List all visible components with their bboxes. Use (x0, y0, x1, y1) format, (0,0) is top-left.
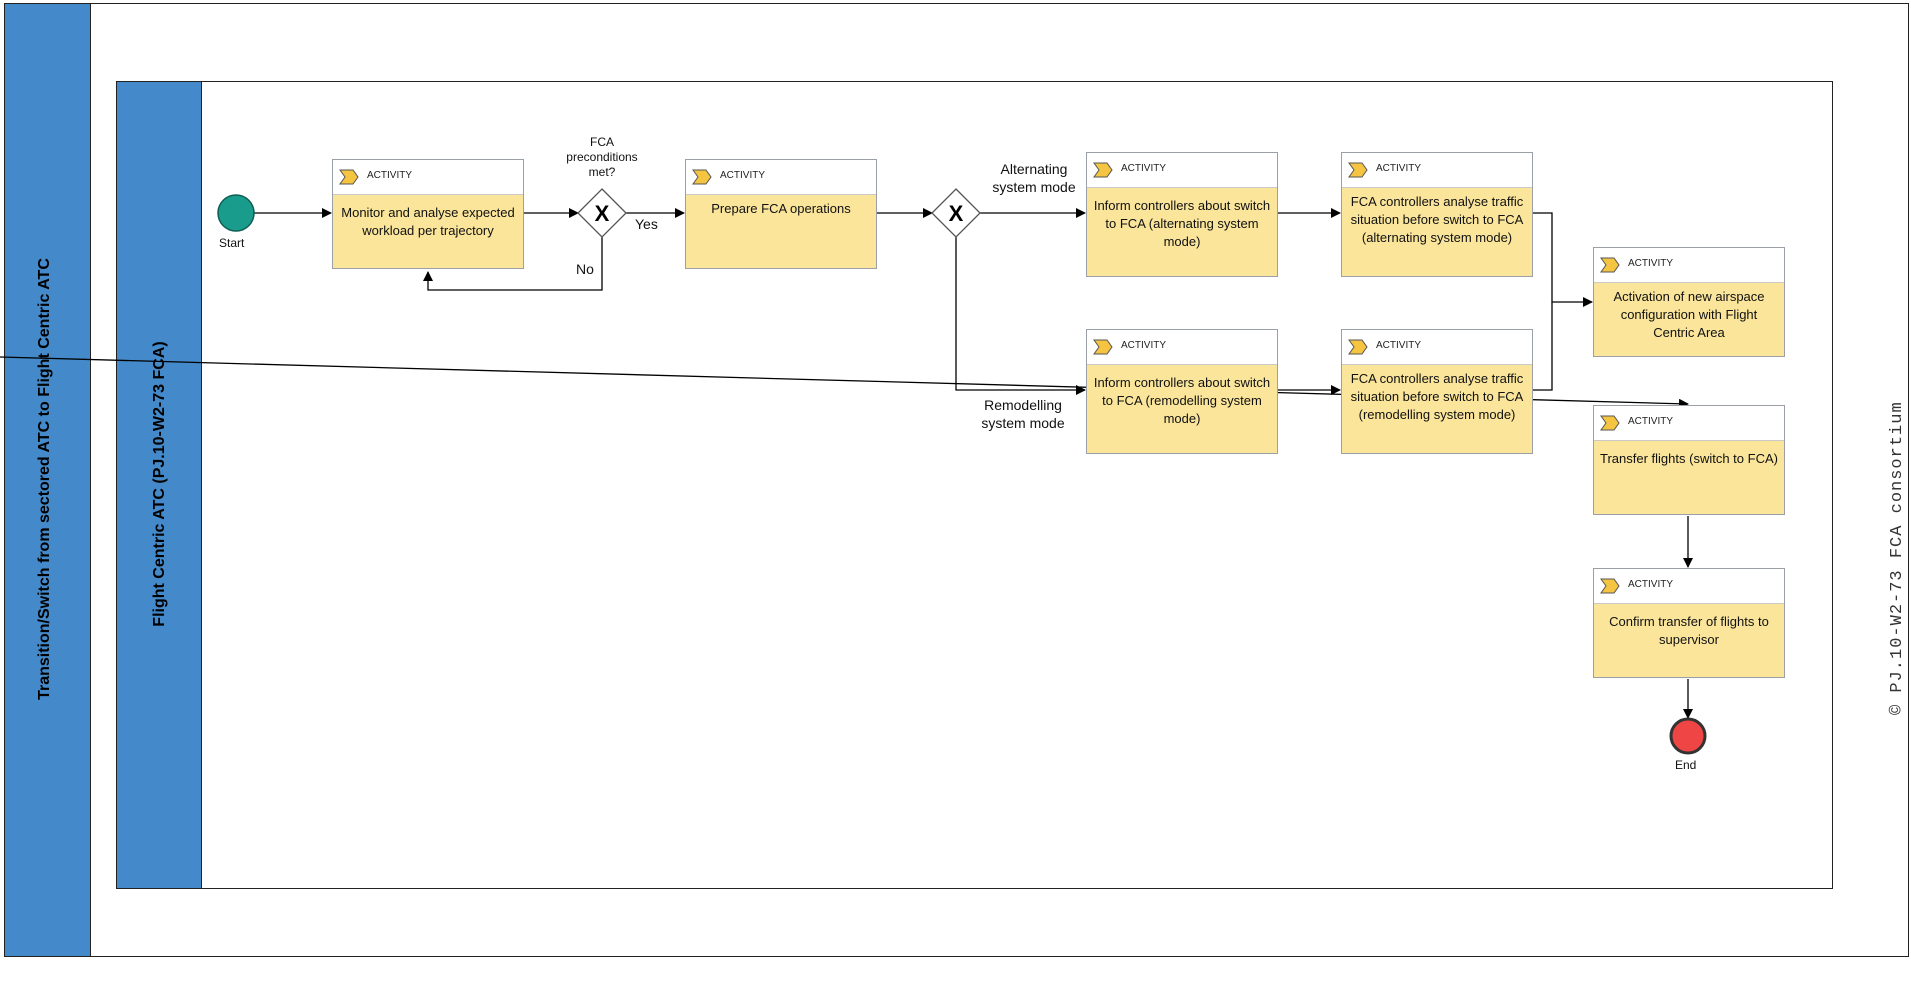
task-kind: ACTIVITY (1376, 163, 1422, 174)
end-label: End (1675, 758, 1697, 772)
task-text: Confirm transfer of flights to superviso… (1609, 614, 1769, 647)
task-text: Monitor and analyse expected workload pe… (341, 205, 515, 238)
gateway-question-label: FCA preconditions met? (566, 135, 638, 179)
sequence-flows: X X (0, 188, 1707, 755)
start-event (217, 194, 255, 232)
task-header: ACTIVITY (333, 160, 523, 195)
activity-chevron-icon (1348, 162, 1368, 178)
task-text: FCA controllers analyse traffic situatio… (1350, 371, 1524, 422)
svg-text:X: X (595, 201, 610, 226)
task-text: Inform controllers about switch to FCA (… (1093, 198, 1271, 249)
task-kind: ACTIVITY (1628, 579, 1674, 590)
task-kind: ACTIVITY (720, 170, 766, 181)
task-analyse-remodelling[interactable]: ACTIVITY FCA controllers analyse traffic… (1341, 329, 1533, 454)
task-text: Activation of new airspace configuration… (1613, 289, 1765, 340)
task-inform-remodelling[interactable]: ACTIVITY Inform controllers about switch… (1086, 329, 1278, 454)
activity-chevron-icon (339, 169, 359, 185)
task-kind: ACTIVITY (1121, 340, 1167, 351)
exclusive-gateway-1: X (577, 188, 627, 238)
pool-header: Transition/Switch from sectored ATC to F… (4, 3, 91, 957)
task-kind: ACTIVITY (1628, 416, 1674, 427)
task-monitor-workload[interactable]: ACTIVITY Monitor and analyse expected wo… (332, 159, 524, 269)
task-kind: ACTIVITY (1376, 340, 1422, 351)
task-header: ACTIVITY (1342, 153, 1532, 188)
no-label: No (576, 261, 594, 277)
activity-chevron-icon (692, 169, 712, 185)
task-transfer-flights[interactable]: ACTIVITY Transfer flights (switch to FCA… (1593, 405, 1785, 515)
task-confirm-transfer[interactable]: ACTIVITY Confirm transfer of flights to … (1593, 568, 1785, 678)
activity-chevron-icon (1600, 415, 1620, 431)
task-kind: ACTIVITY (1121, 163, 1167, 174)
task-analyse-alternating[interactable]: ACTIVITY FCA controllers analyse traffic… (1341, 152, 1533, 277)
task-header: ACTIVITY (1594, 569, 1784, 604)
activity-chevron-icon (1093, 162, 1113, 178)
task-kind: ACTIVITY (1628, 258, 1674, 269)
task-header: ACTIVITY (1342, 330, 1532, 365)
task-header: ACTIVITY (1594, 406, 1784, 441)
task-text: FCA controllers analyse traffic situatio… (1350, 194, 1524, 245)
task-header: ACTIVITY (1087, 153, 1277, 188)
start-label: Start (219, 236, 245, 250)
activity-chevron-icon (1093, 339, 1113, 355)
lane-header: Flight Centric ATC (PJ.10-W2-73 FCA) (116, 81, 202, 889)
task-kind: ACTIVITY (367, 170, 413, 181)
remodelling-mode-label: Remodelling system mode (981, 397, 1065, 431)
activity-chevron-icon (1600, 578, 1620, 594)
task-activate-airspace[interactable]: ACTIVITY Activation of new airspace conf… (1593, 247, 1785, 357)
task-text: Prepare FCA operations (711, 201, 851, 216)
alternating-mode-label: Alternating system mode (992, 161, 1076, 195)
task-inform-alternating[interactable]: ACTIVITY Inform controllers about switch… (1086, 152, 1278, 277)
yes-label: Yes (635, 216, 658, 232)
task-header: ACTIVITY (686, 160, 876, 195)
copyright-notice: © PJ.10-W2-73 FCA consortium (1888, 401, 1907, 715)
activity-chevron-icon (1348, 339, 1368, 355)
task-text: Inform controllers about switch to FCA (… (1093, 375, 1271, 426)
task-header: ACTIVITY (1594, 248, 1784, 283)
activity-chevron-icon (1600, 257, 1620, 273)
task-header: ACTIVITY (1087, 330, 1277, 365)
svg-text:X: X (949, 201, 964, 226)
exclusive-gateway-2: X (931, 188, 981, 238)
task-prepare-fca[interactable]: ACTIVITY Prepare FCA operations (685, 159, 877, 269)
task-text: Transfer flights (switch to FCA) (1600, 451, 1778, 466)
end-event (1669, 717, 1707, 755)
